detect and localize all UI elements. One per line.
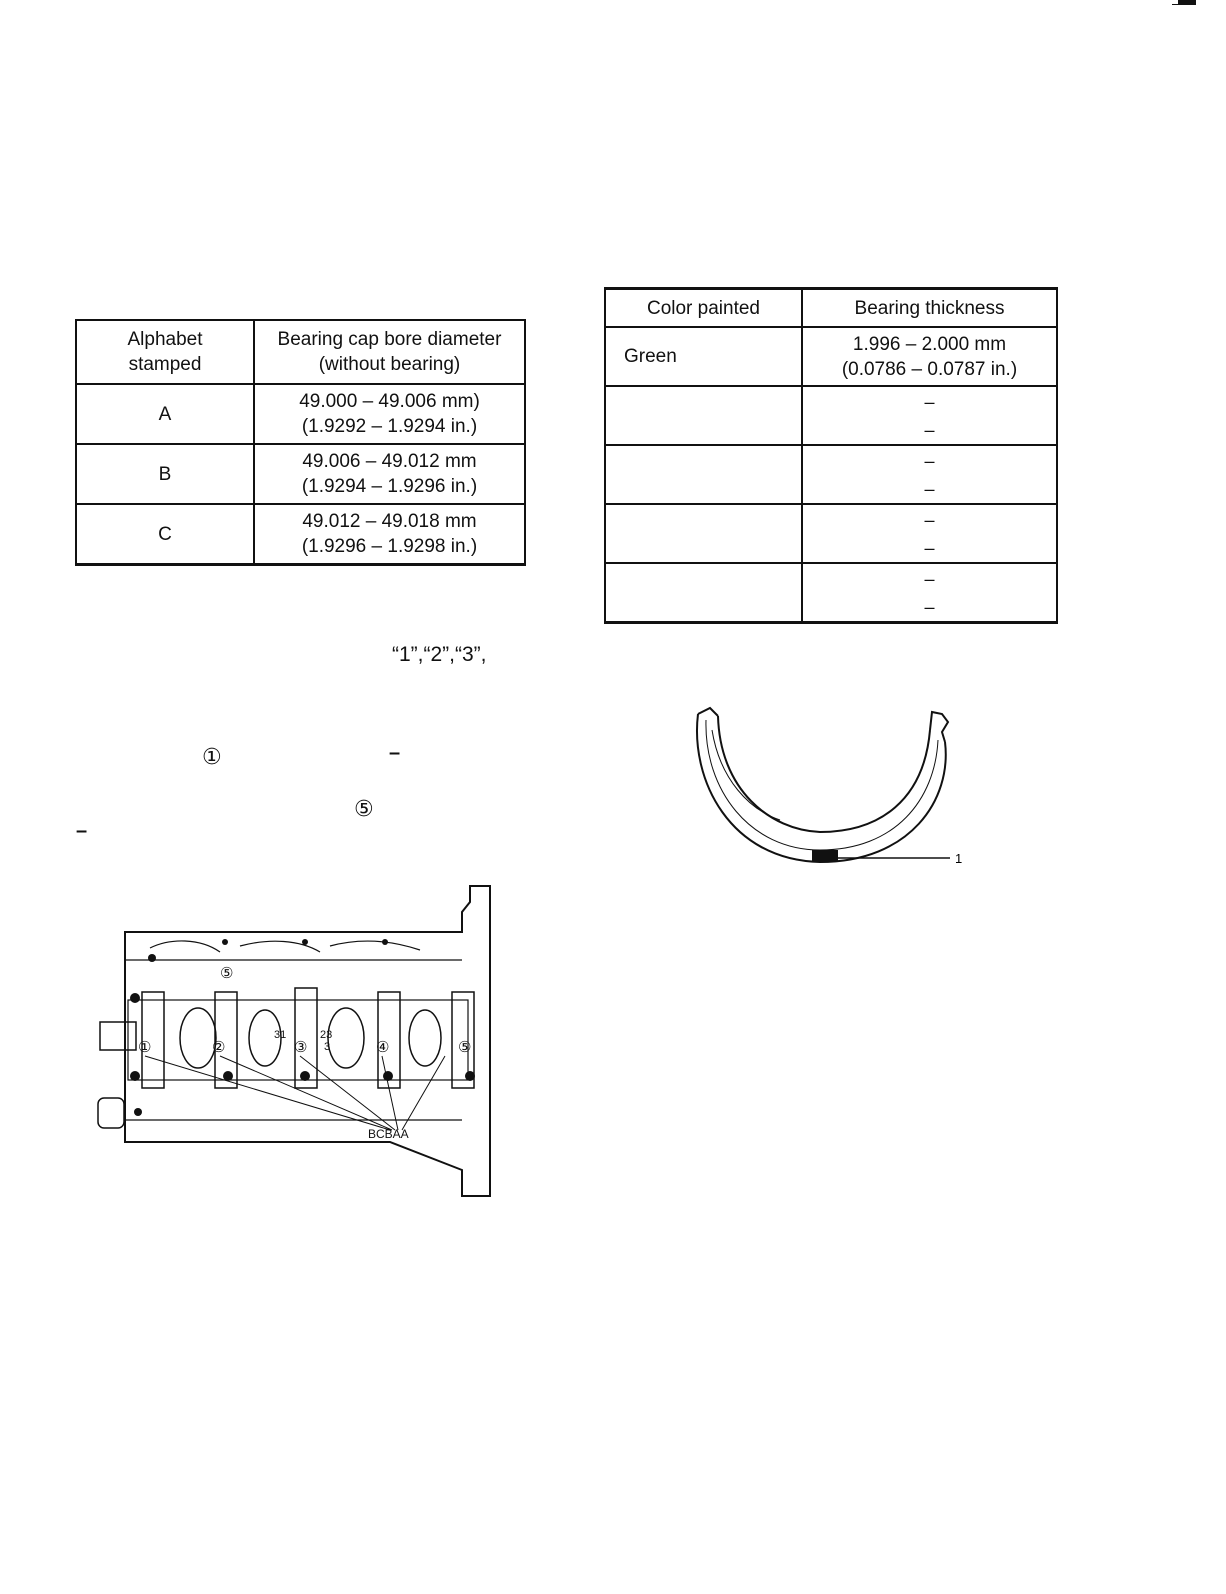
block-web-curve [149, 940, 421, 953]
thickness-cell: – – [801, 503, 1058, 564]
bolt-hole [134, 1108, 142, 1116]
bearing-stamp: BCBAA [368, 1127, 409, 1141]
thickness-cell: – – [801, 444, 1058, 505]
crank-nose [99, 1021, 137, 1051]
circled-number-five: ⑤ [354, 796, 374, 821]
crank-throw [327, 1007, 365, 1069]
table-row: – – [604, 562, 1058, 624]
alphabet-cell: A [75, 383, 255, 445]
table-row: Green 1.996 – 2.000 mm (0.0786 – 0.0787 … [604, 326, 1058, 387]
header-bore-diameter: Bearing cap bore diameter (without beari… [253, 319, 526, 385]
journal-number: ① [138, 1039, 151, 1056]
color-cell [604, 503, 803, 564]
table-row: – – [604, 385, 1058, 446]
bearing-cap [294, 987, 318, 1089]
header-alphabet-stamped: Alphabet stamped [75, 319, 255, 385]
stamp-leader-lines [144, 1055, 446, 1131]
diameter-cell: 49.012 – 49.018 mm (1.9296 – 1.9298 in.) [253, 503, 526, 566]
bolt-head [383, 1071, 393, 1081]
bearing-thickness-table: Color painted Bearing thickness Green 1.… [604, 287, 1058, 624]
bearing-outer-edge [696, 713, 947, 864]
dash-fragment: – [76, 820, 88, 842]
color-cell: Green [604, 326, 803, 387]
bearing-inner-edge [717, 715, 931, 834]
bearing-cap-bore-table: Alphabet stamped Bearing cap bore diamet… [75, 319, 526, 566]
color-cell [604, 444, 803, 505]
cap-mark: 23 [320, 1029, 332, 1041]
bolt-hole [382, 939, 388, 945]
bolt-hole [302, 939, 308, 945]
corner-mark-tick [1172, 4, 1178, 5]
alphabet-cell: B [75, 443, 255, 505]
crank-throw [248, 1009, 282, 1067]
bearing-shading-line [711, 729, 781, 821]
top-journal-number: ⑤ [220, 965, 233, 982]
oil-pump-boss [97, 1097, 125, 1129]
cap-mark: 3 [324, 1041, 330, 1053]
diameter-cell: 49.006 – 49.012 mm (1.9294 – 1.9296 in.) [253, 443, 526, 505]
bolt-head [130, 1071, 140, 1081]
table-header-row: Alphabet stamped Bearing cap bore diamet… [75, 319, 526, 385]
dash-fragment: – [389, 742, 401, 764]
journal-number: ⑤ [458, 1039, 471, 1056]
bearing-left-tip [697, 706, 719, 717]
quote-numbers-text: “1”,“2”,“3”, [392, 643, 487, 666]
crank-throw [408, 1009, 442, 1067]
bearing-shell-illustration: 1 [696, 706, 962, 866]
header-bearing-thickness: Bearing thickness [801, 287, 1058, 328]
bolt-head [130, 993, 140, 1003]
table-row: A 49.000 – 49.006 mm) (1.9292 – 1.9294 i… [75, 383, 526, 445]
table-row: C 49.012 – 49.018 mm (1.9296 – 1.9298 in… [75, 503, 526, 566]
circled-number-one: ① [202, 744, 222, 769]
block-inner-line [125, 959, 462, 1121]
bolt-head [465, 1071, 475, 1081]
callout-number: 1 [955, 851, 962, 866]
cap-mark: 31 [274, 1029, 286, 1041]
color-cell [604, 562, 803, 624]
color-cell [604, 385, 803, 446]
journal-number: ④ [376, 1039, 389, 1056]
thickness-cell: 1.996 – 2.000 mm (0.0786 – 0.0787 in.) [801, 326, 1058, 387]
corner-mark [1178, 0, 1196, 5]
color-paint-mark [812, 850, 838, 862]
bearing-locking-lug [929, 710, 950, 743]
crankshaft-body [127, 999, 469, 1081]
bearing-cap [451, 991, 475, 1089]
bolt-hole [148, 954, 156, 962]
thickness-cell: – – [801, 562, 1058, 624]
alphabet-cell: C [75, 503, 255, 566]
table-header-row: Color painted Bearing thickness [604, 287, 1058, 328]
diameter-cell: 49.000 – 49.006 mm) (1.9292 – 1.9294 in.… [253, 383, 526, 445]
journal-number: ② [212, 1039, 225, 1056]
table-row: B 49.006 – 49.012 mm (1.9294 – 1.9296 in… [75, 443, 526, 505]
block-outline [124, 885, 491, 1197]
bolt-hole [222, 939, 228, 945]
bearing-cap [141, 991, 165, 1089]
cylinder-block-illustration: ⑤ ① ② ③ ④ ⑤ 31 23 3 BCBAA [97, 885, 491, 1197]
bolt-head [300, 1071, 310, 1081]
thickness-cell: – – [801, 385, 1058, 446]
table-row: – – [604, 444, 1058, 505]
journal-number: ③ [294, 1039, 307, 1056]
bolt-head [223, 1071, 233, 1081]
table-row: – – [604, 503, 1058, 564]
header-color-painted: Color painted [604, 287, 803, 328]
bearing-shading-line [705, 719, 939, 851]
crank-throw [179, 1007, 217, 1069]
bearing-cap [214, 991, 238, 1089]
